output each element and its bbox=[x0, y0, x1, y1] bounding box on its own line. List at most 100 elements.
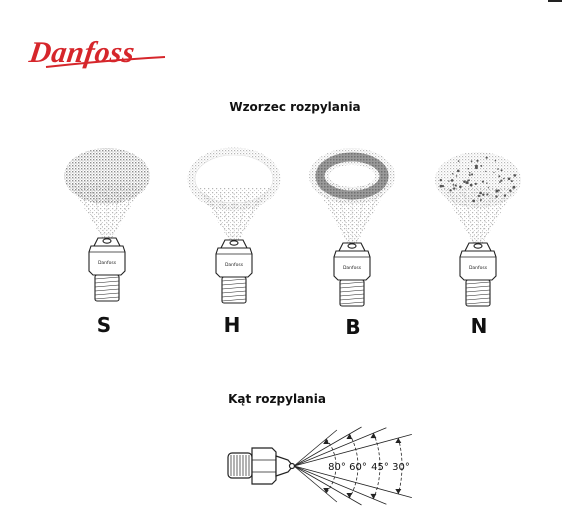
spray-speck bbox=[467, 179, 470, 182]
spray-speck bbox=[459, 185, 462, 189]
angle-section-title: Kąt rozpylania bbox=[228, 392, 326, 406]
spray-speck bbox=[500, 179, 503, 182]
spray-speck bbox=[477, 194, 481, 198]
spray-streak bbox=[92, 189, 106, 239]
spray-speck bbox=[495, 195, 498, 198]
pattern-letter-h: H bbox=[224, 313, 241, 337]
spray-speck bbox=[471, 173, 474, 176]
spray-speck bbox=[513, 174, 517, 177]
angle-fan-45 bbox=[293, 427, 387, 505]
pattern-letter-s: S bbox=[97, 313, 111, 337]
spray-speck bbox=[507, 177, 511, 181]
spray-pattern-semi-center bbox=[329, 165, 375, 187]
corner-marker bbox=[548, 0, 562, 2]
pattern-section-title: Wzorzec rozpylania bbox=[229, 100, 360, 114]
angle-fan bbox=[293, 426, 412, 506]
pattern-letter-n: N bbox=[471, 314, 488, 338]
spray-speck bbox=[441, 184, 445, 188]
spray-speck bbox=[450, 179, 454, 182]
spray-speck bbox=[486, 193, 489, 196]
spray-speck bbox=[485, 156, 488, 159]
spray-speck bbox=[452, 184, 455, 186]
spray-speck bbox=[480, 164, 483, 167]
nozzle-h: Danfoss bbox=[187, 147, 281, 304]
spray-speck bbox=[500, 169, 503, 172]
spray-speck bbox=[497, 189, 500, 192]
spray-streak bbox=[323, 189, 349, 244]
danfoss-logo: Danfoss bbox=[26, 35, 166, 69]
spray-speck bbox=[494, 160, 497, 162]
angle-labels: 80° 60° 45° 30° bbox=[328, 462, 410, 473]
spray-speck bbox=[474, 182, 477, 186]
angle-fan-30 bbox=[293, 434, 412, 498]
side-nozzle bbox=[227, 447, 296, 485]
spray-speck bbox=[468, 171, 471, 174]
spray-speck bbox=[448, 180, 450, 182]
nozzle-body: Danfoss bbox=[88, 237, 126, 302]
spray-speck bbox=[497, 168, 499, 170]
spray-speck bbox=[476, 159, 479, 162]
spray-streak bbox=[235, 192, 249, 241]
nozzle-body: Danfoss bbox=[215, 239, 253, 304]
spray-speck bbox=[481, 180, 485, 183]
nozzle-b: Danfoss bbox=[309, 148, 395, 307]
nozzle-body: Danfoss bbox=[459, 242, 497, 307]
angle-fan-80 bbox=[293, 429, 338, 503]
spray-speck bbox=[498, 175, 501, 178]
spray-speck bbox=[463, 180, 466, 183]
angle-label-30: 30° bbox=[392, 462, 410, 473]
spray-speck bbox=[499, 181, 501, 183]
angle-label-60: 60° bbox=[349, 462, 367, 473]
spray-speck bbox=[453, 187, 456, 190]
spray-speck bbox=[486, 182, 488, 184]
spray-speck bbox=[468, 174, 471, 177]
nozzle-brand-label: Danfoss bbox=[343, 265, 362, 271]
spray-speck bbox=[449, 189, 452, 192]
spray-speck bbox=[482, 193, 485, 196]
spray-streak bbox=[355, 189, 381, 244]
spray-speck bbox=[510, 190, 512, 192]
spray-speck bbox=[512, 185, 516, 189]
spray-angle-diagram: 80° 60° 45° 30° bbox=[227, 426, 412, 506]
spray-pattern-solid bbox=[64, 148, 150, 204]
spray-speck bbox=[465, 181, 469, 185]
spray-speck bbox=[469, 183, 473, 187]
spray-speck bbox=[493, 171, 495, 174]
pattern-letters: S H B N bbox=[97, 313, 488, 339]
angle-label-80: 80° bbox=[328, 462, 346, 473]
spray-speck bbox=[454, 184, 457, 187]
spray-speck bbox=[474, 164, 478, 168]
spray-pattern-speckled bbox=[435, 152, 521, 208]
spray-speck bbox=[472, 199, 476, 203]
nozzle-n: Danfoss bbox=[435, 152, 521, 307]
spray-speck bbox=[485, 170, 487, 173]
pattern-letter-b: B bbox=[345, 315, 360, 339]
spray-speck bbox=[439, 184, 443, 188]
logo-underline bbox=[45, 56, 166, 68]
spray-speck bbox=[510, 180, 513, 183]
spray-pattern-semi-ring bbox=[315, 152, 389, 200]
spray-speck bbox=[457, 160, 460, 162]
spray-speck bbox=[480, 199, 482, 202]
nozzle-s: Danfoss bbox=[64, 148, 150, 302]
spray-streak bbox=[219, 192, 233, 241]
angle-fan-60 bbox=[293, 426, 362, 506]
nozzle-body: Danfoss bbox=[333, 242, 371, 307]
spray-speck bbox=[439, 178, 443, 182]
nozzle-brand-label: Danfoss bbox=[98, 260, 117, 266]
angle-label-45: 45° bbox=[371, 462, 389, 473]
spray-speck bbox=[451, 173, 454, 175]
spray-speck bbox=[455, 175, 458, 177]
spray-speck bbox=[456, 169, 460, 173]
nozzle-brand-label: Danfoss bbox=[469, 265, 488, 271]
spray-streak bbox=[108, 189, 122, 239]
spray-speck bbox=[470, 160, 473, 163]
spray-speck bbox=[503, 194, 507, 197]
spray-pattern-hollow bbox=[187, 147, 281, 211]
spray-speck bbox=[479, 191, 482, 195]
nozzle-brand-label: Danfoss bbox=[225, 262, 244, 268]
spray-speck bbox=[503, 177, 505, 180]
spray-speck bbox=[495, 189, 499, 193]
